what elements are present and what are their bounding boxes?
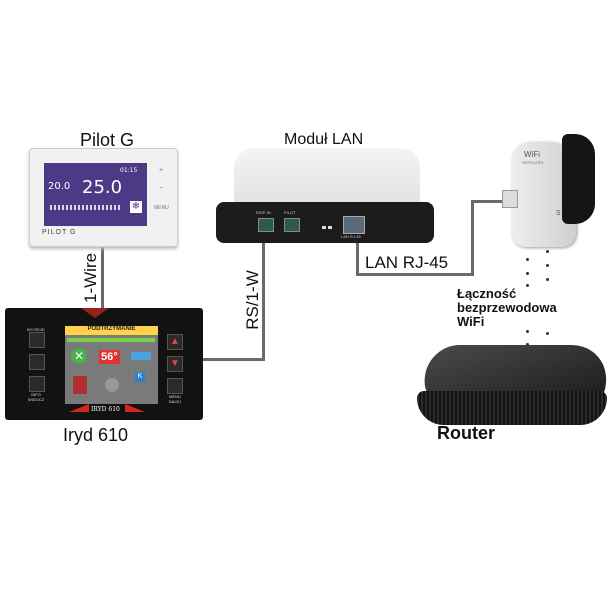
1wire-label: 1-Wire: [81, 252, 100, 303]
iryd-screen: PODTRZYMANIE ✕ 56° K: [65, 326, 158, 404]
pilot-bargraph: [50, 205, 120, 210]
iryd-610-label: Iryd 610: [63, 425, 129, 445]
wifi-dot: [546, 250, 549, 253]
pump-icon: ✕: [71, 348, 87, 364]
cable-lan-v: [356, 236, 359, 276]
iryd-610-device: WYJŚCIE INFO WIDOCZ PODTRZYMANIE ✕ 56° K…: [5, 308, 203, 420]
disp-in-port: [258, 218, 274, 232]
wireless-line-2: bezprzewodowa: [457, 300, 557, 315]
iryd-red-glow-icon: [81, 308, 109, 318]
iryd-red-wing-left: [69, 404, 89, 412]
lan-rj45-label: LAN RJ-45: [365, 253, 449, 272]
repeater-cap: [562, 134, 595, 224]
disp-in-label: DISP-IN: [256, 210, 271, 215]
pilot-screen: 20.0 25.0 01:15 ❄: [44, 163, 147, 226]
repeater-plug: [502, 190, 518, 208]
wifi-dot: [546, 264, 549, 267]
s-icon: S: [556, 210, 561, 217]
pilot-brand: PILOT G: [42, 229, 77, 236]
pilot-port: [284, 218, 300, 232]
iryd-red-wing-right: [125, 404, 145, 412]
wifi-dot: [526, 343, 529, 346]
cable-lan-h2: [471, 200, 521, 203]
iryd-menu-label: MENU DALEJ: [168, 394, 182, 404]
wifi-dot: [526, 258, 529, 261]
iryd-exit-button[interactable]: [29, 332, 45, 348]
led-icon: [328, 226, 332, 229]
iryd-toggle-button[interactable]: [29, 354, 45, 370]
wifi-dot: [546, 332, 549, 335]
pilot-plus-button[interactable]: +: [158, 167, 164, 174]
cable-lan-v2: [471, 200, 474, 276]
iryd-info-label: INFO WIDOCZ: [27, 392, 45, 402]
wifi-dot: [526, 272, 529, 275]
iryd-info-button[interactable]: [29, 376, 45, 392]
router-label: Router: [437, 423, 495, 443]
iryd-brand: IRYD 610: [91, 406, 120, 413]
wifi-dot: [546, 278, 549, 281]
pilot-port-label: PILOT: [284, 210, 296, 215]
wireless-line-3: WiFi: [457, 314, 485, 329]
wifi-dot: [526, 330, 529, 333]
wifi-dot: [526, 284, 529, 287]
router-device: [417, 345, 610, 455]
iryd-up-button[interactable]: ▲: [167, 334, 183, 350]
led-icon: [322, 226, 326, 229]
pilot-g-label: Pilot G: [80, 130, 135, 150]
iryd-screen-title: PODTRZYMANIE: [65, 326, 158, 335]
repeater-brand: WiFi: [524, 150, 540, 159]
lan-front: DISP-IN PILOT LAN RJ-45: [216, 202, 434, 243]
pilot-temp: 25.0: [82, 177, 123, 198]
cable-lan-h: [356, 273, 474, 276]
wireless-line-1: Łączność: [457, 286, 517, 301]
rj45-port: [343, 216, 365, 234]
router-base: [417, 391, 607, 425]
rs1w-label: RS/1-W: [243, 270, 262, 330]
pilot-time: 01:15: [120, 167, 138, 174]
cable-rs1w-h: [203, 358, 265, 361]
lan-module-device: DISP-IN PILOT LAN RJ-45: [216, 148, 434, 245]
cable-rs1w-v: [262, 236, 265, 361]
pilot-menu-button[interactable]: MENU: [154, 205, 169, 211]
boiler-icon: [73, 376, 87, 394]
iryd-exit-label: WYJŚCIE: [27, 327, 45, 332]
iryd-menu-button[interactable]: [167, 378, 183, 394]
pilot-minus-button[interactable]: −: [158, 185, 164, 192]
fan-icon: [105, 378, 119, 392]
rj45-port-label: LAN RJ-45: [341, 234, 361, 239]
iryd-screen-temp: 56°: [99, 350, 120, 364]
repeater-sub: REPEATER: [522, 160, 544, 165]
iryd-down-button[interactable]: ▼: [167, 356, 183, 372]
cable-1wire: [101, 246, 104, 308]
k-icon: K: [135, 372, 145, 382]
snowflake-icon: ❄: [130, 201, 142, 213]
modul-lan-label: Moduł LAN: [284, 131, 364, 148]
iryd-progress: [67, 338, 155, 342]
pilot-temp-small: 20.0: [48, 181, 71, 192]
wifi-repeater-device: WiFi REPEATER S: [496, 134, 595, 247]
info-box: [131, 352, 151, 360]
pilot-g-device: 20.0 25.0 01:15 ❄ PILOT G + − MENU: [29, 148, 178, 247]
